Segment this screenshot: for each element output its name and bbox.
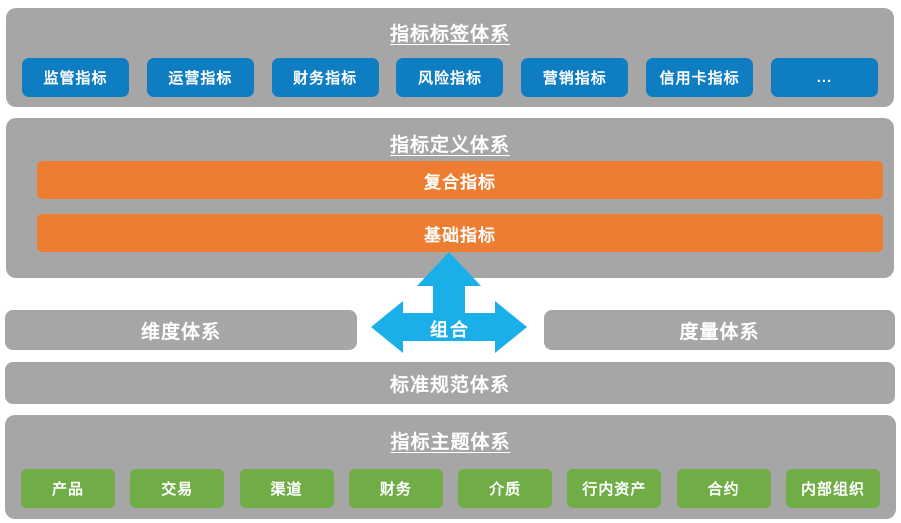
measure-system-label: 度量体系: [679, 321, 760, 343]
measure-system-box: 度量体系: [544, 310, 895, 350]
combine-arrow-label: 组合: [430, 320, 470, 340]
theme-system-pill-row: 产品 交易 渠道 财务 介质 行内资产 合约 内部组织: [21, 469, 880, 508]
combine-arrow: [371, 252, 527, 353]
theme-pill: 介质: [458, 469, 553, 508]
composite-indicator-bar: 复合指标: [37, 161, 883, 199]
label-system-band: 指标标签体系 监管指标 运营指标 财务指标 风险指标 营销指标 信用卡指标 ..…: [6, 8, 894, 107]
tag-pill: 营销指标: [521, 58, 629, 97]
dimension-system-label: 维度体系: [140, 321, 221, 343]
tag-pill: 风险指标: [396, 58, 504, 97]
tag-pill: 监管指标: [22, 58, 129, 97]
theme-system-band: 指标主题体系 产品 交易 渠道 财务 介质 行内资产 合约 内部组织: [5, 415, 896, 519]
definition-system-title: 指标定义体系: [389, 135, 510, 156]
tag-pill: 财务指标: [271, 58, 379, 97]
basic-indicator-bar: 基础指标: [37, 214, 883, 252]
theme-pill: 产品: [21, 469, 115, 508]
label-system-title: 指标标签体系: [389, 24, 510, 45]
label-system-pill-row: 监管指标 运营指标 财务指标 风险指标 营销指标 信用卡指标 ...: [22, 58, 878, 97]
standard-system-label: 标准规范体系: [389, 374, 510, 396]
tag-pill-more: ...: [770, 58, 878, 97]
tag-pill: 信用卡指标: [646, 58, 754, 97]
theme-pill: 合约: [676, 469, 771, 508]
theme-pill: 行内资产: [567, 469, 662, 508]
tag-pill: 运营指标: [146, 58, 254, 97]
dimension-system-box: 维度体系: [5, 310, 357, 350]
theme-pill: 交易: [130, 469, 225, 508]
theme-pill: 内部组织: [785, 469, 880, 508]
theme-system-title: 指标主题体系: [390, 432, 511, 453]
theme-pill: 财务: [348, 469, 443, 508]
standard-system-strip: 标准规范体系: [5, 362, 895, 404]
theme-pill: 渠道: [239, 469, 334, 508]
definition-system-band: 指标定义体系 复合指标 基础指标: [6, 118, 894, 278]
